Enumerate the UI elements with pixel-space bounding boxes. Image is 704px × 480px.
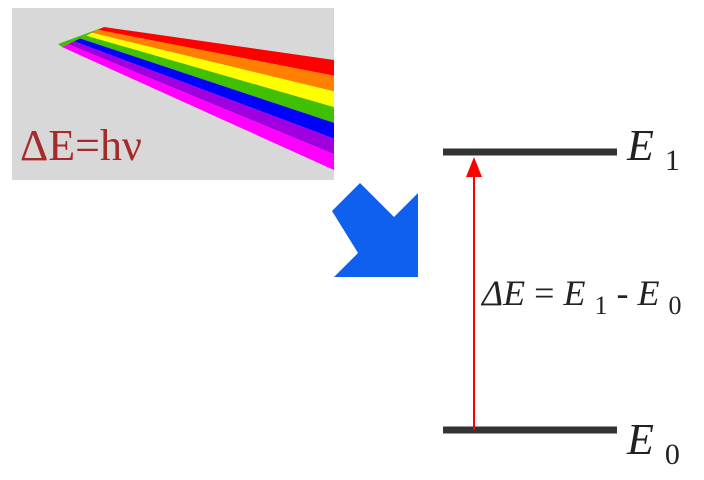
lower-level-label: E 0 [626, 415, 680, 471]
photon-energy-equation: ΔE=hν [20, 121, 142, 170]
big-arrow-down-right-icon [332, 183, 418, 277]
e1-symbol: E [562, 273, 585, 313]
photon-panel: ΔE=hν [12, 8, 334, 180]
absorption-arrow [332, 183, 418, 277]
transition-arrow [466, 157, 482, 430]
e1-subscript: 1 [594, 291, 607, 320]
e0-symbol: E [636, 273, 659, 313]
upper-level-label: E 1 [626, 121, 680, 177]
e0-subscript: 0 [668, 291, 681, 320]
energy-difference-equation: ΔE = E 1 - E 0 [480, 273, 681, 322]
lower-level-symbol: E [626, 415, 654, 464]
delta-e: ΔE [480, 273, 525, 313]
lower-level-subscript: 0 [665, 438, 680, 471]
upper-level-subscript: 1 [665, 144, 680, 177]
upper-level-symbol: E [626, 121, 654, 170]
transition-arrow-head [466, 157, 482, 177]
minus-sign: - [616, 273, 628, 313]
equals-sign: = [534, 273, 563, 313]
